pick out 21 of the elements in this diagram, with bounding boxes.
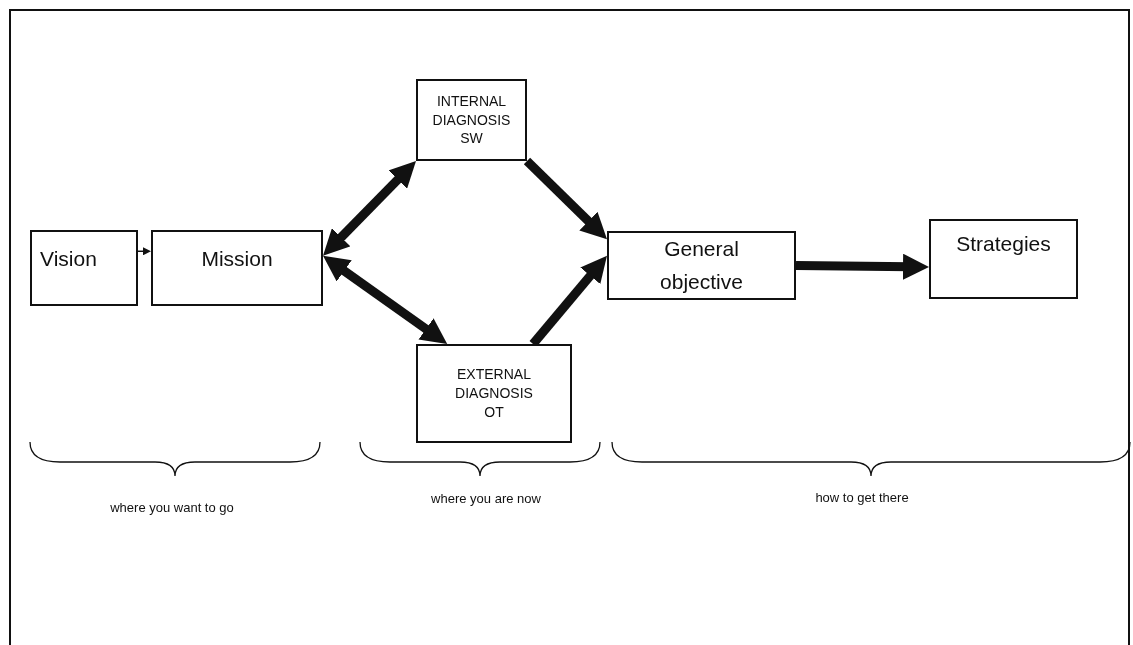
process-box [151,230,323,306]
arrow [795,253,929,280]
arrow [523,157,607,240]
box-label: INTERNAL DIAGNOSIS SW [431,91,512,149]
process-box [416,79,527,161]
box-label: Vision [40,246,97,272]
box-label: Strategies [956,231,1051,257]
box-label: EXTERNAL DIAGNOSIS OT [454,365,534,422]
arrow [137,247,151,256]
arrow [529,255,607,347]
arrow [323,161,416,256]
process-box [929,219,1078,299]
box-label: General objective [659,235,744,295]
process-box [416,344,572,443]
brace-label: where you want to go [110,500,234,515]
process-box [30,230,138,306]
box-label: Mission [201,246,273,272]
arrow [323,255,448,344]
brace-label: how to get there [815,490,909,505]
brace-label: where you are now [431,491,541,506]
process-box [607,231,796,300]
